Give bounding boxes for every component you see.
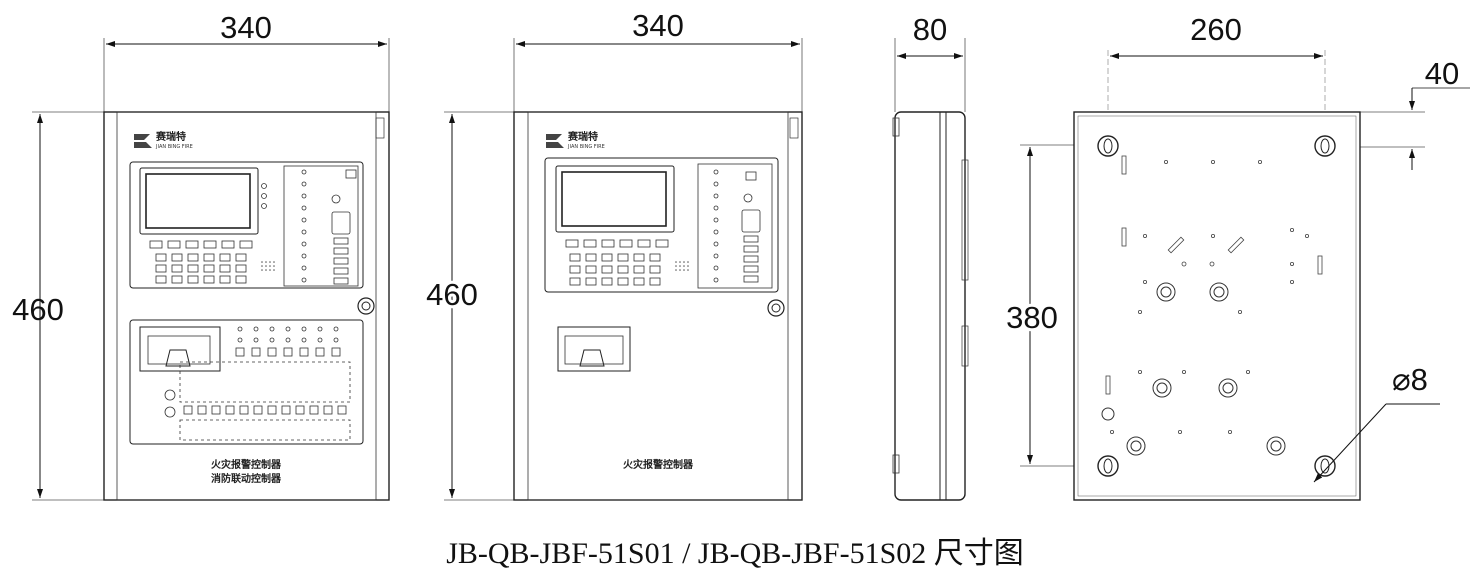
back-hole-diameter-dimension: ⌀8 [1392, 362, 1428, 397]
brand-name: 赛瑞特 [155, 130, 186, 143]
back-view: 260 40 380 [1003, 12, 1470, 501]
brand-name-2: 赛瑞特 [567, 130, 598, 143]
side-body [894, 111, 966, 501]
back-plate [1073, 111, 1361, 501]
brand-subtitle-2: JIAN BING FIRE [567, 144, 605, 150]
back-hole-spacing-dimension: 260 [1190, 12, 1242, 47]
keypad-2 [565, 163, 773, 289]
key-lock [357, 297, 375, 315]
drawing-caption: JB-QB-JBF-51S01 / JB-QB-JBF-51S02 尺寸图 [446, 537, 1024, 570]
keypad [155, 253, 247, 284]
front2-width-dimension: 340 [632, 8, 684, 43]
cable-slots [1105, 155, 1323, 395]
brand-logo: 赛瑞特 JIAN BING FIRE [134, 130, 193, 150]
speaker-grille-2 [675, 261, 689, 271]
front-view-2: 340 460 赛瑞特 JIAN BING FIRE [423, 8, 803, 501]
brand-subtitle: JIAN BING FIRE [155, 144, 193, 150]
front1-panel-label-2: 消防联动控制器 [211, 472, 282, 485]
side-depth-dimension: 80 [913, 12, 947, 47]
key-lock-2 [767, 299, 785, 317]
front1-panel-label-1: 火灾报警控制器 [211, 458, 282, 471]
back-edge-offset-dimension: 40 [1425, 56, 1459, 91]
front2-height-dimension: 460 [426, 277, 478, 312]
mounting-studs [1101, 282, 1286, 456]
front2-panel-label-1: 火灾报警控制器 [623, 458, 694, 471]
back-vertical-spacing-dimension: 380 [1006, 300, 1058, 335]
front1-height-dimension: 460 [12, 292, 64, 327]
side-view: 80 [892, 12, 969, 501]
front-view-1: 340 460 赛瑞特 JIAN BING FIRE [12, 10, 390, 501]
brand-logo-2: 赛瑞特 JIAN BING FIRE [546, 130, 605, 150]
speaker-grille [261, 261, 275, 271]
linkage-indicators [164, 326, 351, 441]
front1-width-dimension: 340 [220, 10, 272, 45]
status-indicators [261, 169, 357, 285]
function-keys [149, 240, 253, 249]
mounting-holes [1097, 135, 1336, 477]
small-holes [1110, 159, 1310, 434]
